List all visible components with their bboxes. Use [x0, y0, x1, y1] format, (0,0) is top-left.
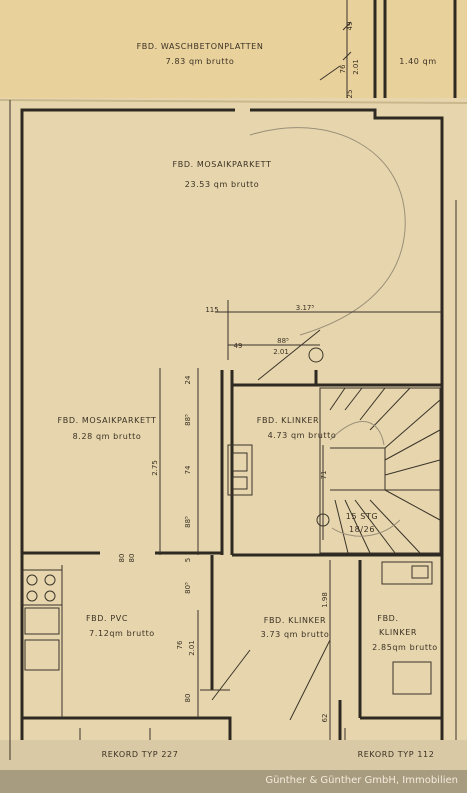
room-label-entry: FBD. KLINKER 3.73 qm brutto [261, 616, 330, 639]
svg-text:62: 62 [321, 714, 329, 723]
svg-text:7.12qm brutto: 7.12qm brutto [89, 629, 155, 638]
svg-text:88⁵: 88⁵ [277, 337, 289, 345]
svg-text:115: 115 [205, 306, 218, 314]
svg-text:FBD. MOSAIKPARKETT: FBD. MOSAIKPARKETT [173, 160, 272, 169]
dimension-lines [159, 0, 442, 740]
door-label-left: REKORD TYP 227 [102, 750, 179, 759]
svg-text:2.01: 2.01 [188, 640, 196, 656]
room-label-terrace: FBD. WASCHBETONPLATTEN 7.83 qm brutto [137, 42, 264, 66]
room-label-kitchen: FBD. PVC 7.12qm brutto [86, 614, 155, 638]
svg-text:49: 49 [346, 22, 354, 31]
svg-text:15 STG: 15 STG [346, 512, 379, 521]
svg-text:2.01: 2.01 [273, 348, 289, 356]
room-label-living: FBD. MOSAIKPARKETT 23.53 qm brutto [173, 160, 272, 189]
interior-walls [22, 370, 442, 718]
svg-text:2.01: 2.01 [352, 59, 360, 75]
staircase [319, 387, 441, 554]
svg-text:3.17⁵: 3.17⁵ [296, 304, 315, 312]
room-label-hall: FBD. KLINKER 4.73 qm brutto [257, 416, 337, 440]
svg-text:80: 80 [118, 554, 126, 563]
svg-text:7.83 qm brutto: 7.83 qm brutto [166, 57, 235, 66]
svg-text:FBD. MOSAIKPARKETT: FBD. MOSAIKPARKETT [58, 416, 157, 425]
watermark: Günther & Günther GmbH, Immobilien [265, 775, 458, 786]
chimney-shaft [227, 444, 253, 496]
svg-text:76: 76 [339, 64, 347, 73]
svg-text:76: 76 [176, 640, 184, 649]
svg-text:80: 80 [184, 694, 192, 703]
svg-text:4.73 qm brutto: 4.73 qm brutto [268, 431, 337, 440]
dimension-texts: 49 76 2.01 25 115 3.17⁵ 49 88⁵ 2.01 24 8… [118, 22, 360, 723]
svg-text:8.28 qm brutto: 8.28 qm brutto [73, 432, 142, 441]
outer-walls [9, 0, 457, 760]
svg-text:3.73 qm brutto: 3.73 qm brutto [261, 630, 330, 639]
svg-text:2.75: 2.75 [151, 460, 159, 476]
svg-text:FBD. KLINKER: FBD. KLINKER [264, 616, 326, 625]
svg-text:25: 25 [346, 90, 354, 99]
svg-text:5: 5 [184, 558, 192, 562]
room-label-small-terrace: 1.40 qm [399, 57, 436, 66]
svg-text:FBD.: FBD. [377, 614, 398, 623]
svg-text:80⁵: 80⁵ [184, 582, 192, 594]
svg-text:80: 80 [128, 554, 136, 563]
door-swings [79, 347, 346, 740]
room-label-wc: FBD. KLINKER 2.85qm brutto [372, 614, 438, 652]
svg-text:88⁵: 88⁵ [184, 516, 192, 528]
svg-text:24: 24 [184, 375, 192, 384]
svg-text:71: 71 [320, 471, 328, 480]
kitchen-fittings [21, 565, 63, 718]
svg-text:74: 74 [184, 465, 192, 474]
pencil-arc [249, 127, 406, 336]
svg-text:18/26: 18/26 [349, 525, 375, 534]
svg-text:FBD. PVC: FBD. PVC [86, 614, 128, 623]
stair-label: 15 STG 18/26 [346, 512, 379, 534]
room-label-dining: FBD. MOSAIKPARKETT 8.28 qm brutto [58, 416, 157, 441]
wc-fittings [381, 561, 433, 695]
svg-text:1.98: 1.98 [321, 592, 329, 608]
svg-text:23.53 qm brutto: 23.53 qm brutto [185, 180, 259, 189]
svg-text:KLINKER: KLINKER [379, 628, 417, 637]
door-label-right: REKORD TYP 112 [358, 750, 435, 759]
svg-text:2.85qm brutto: 2.85qm brutto [372, 643, 438, 652]
svg-text:FBD. KLINKER: FBD. KLINKER [257, 416, 319, 425]
svg-text:88⁵: 88⁵ [184, 414, 192, 426]
svg-text:49: 49 [234, 342, 243, 350]
svg-text:FBD. WASCHBETONPLATTEN: FBD. WASCHBETONPLATTEN [137, 42, 264, 51]
